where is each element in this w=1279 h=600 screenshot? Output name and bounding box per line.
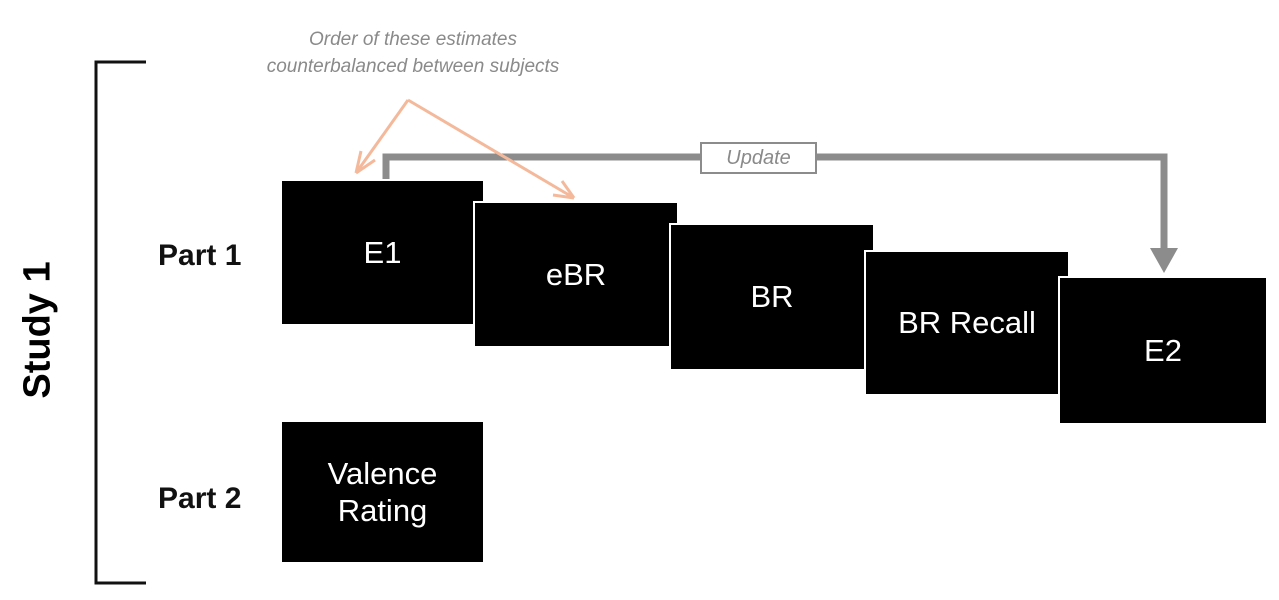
valence-rating-line-2: Rating	[337, 493, 428, 528]
step-ebr-label: eBR	[545, 256, 607, 292]
update-arrowhead	[1150, 248, 1178, 273]
valence-rating-line-1: Valence	[327, 455, 438, 491]
step-e2-label: E2	[1144, 332, 1182, 368]
study-bracket	[94, 60, 146, 585]
counterbalance-arrow-to-e1	[354, 99, 410, 175]
counterbalance-arrow-to-ebr	[407, 98, 576, 200]
step-br-recall-label: BR Recall	[898, 305, 1036, 341]
update-label: Update	[700, 142, 817, 174]
step-br-box: BR	[669, 223, 875, 371]
step-br-recall-box: BR Recall	[864, 250, 1070, 396]
step-e1-box: E1	[280, 179, 485, 326]
part-2-label: Part 2	[158, 482, 242, 515]
counterbalance-note-line-2: counterbalanced between subjects	[266, 56, 560, 77]
step-ebr-box: eBR	[473, 201, 679, 348]
step-valence-rating-box: Valence Rating	[280, 420, 485, 564]
step-e1-label: E1	[363, 234, 402, 270]
counterbalance-note: Order of these estimates counterbalanced…	[267, 26, 560, 80]
step-e2-box: E2	[1058, 276, 1268, 425]
study-label: Study 1	[16, 261, 59, 399]
counterbalance-note-line-1: Order of these estimates	[308, 29, 518, 50]
part-1-label: Part 1	[158, 239, 242, 272]
step-br-label: BR	[750, 279, 794, 315]
